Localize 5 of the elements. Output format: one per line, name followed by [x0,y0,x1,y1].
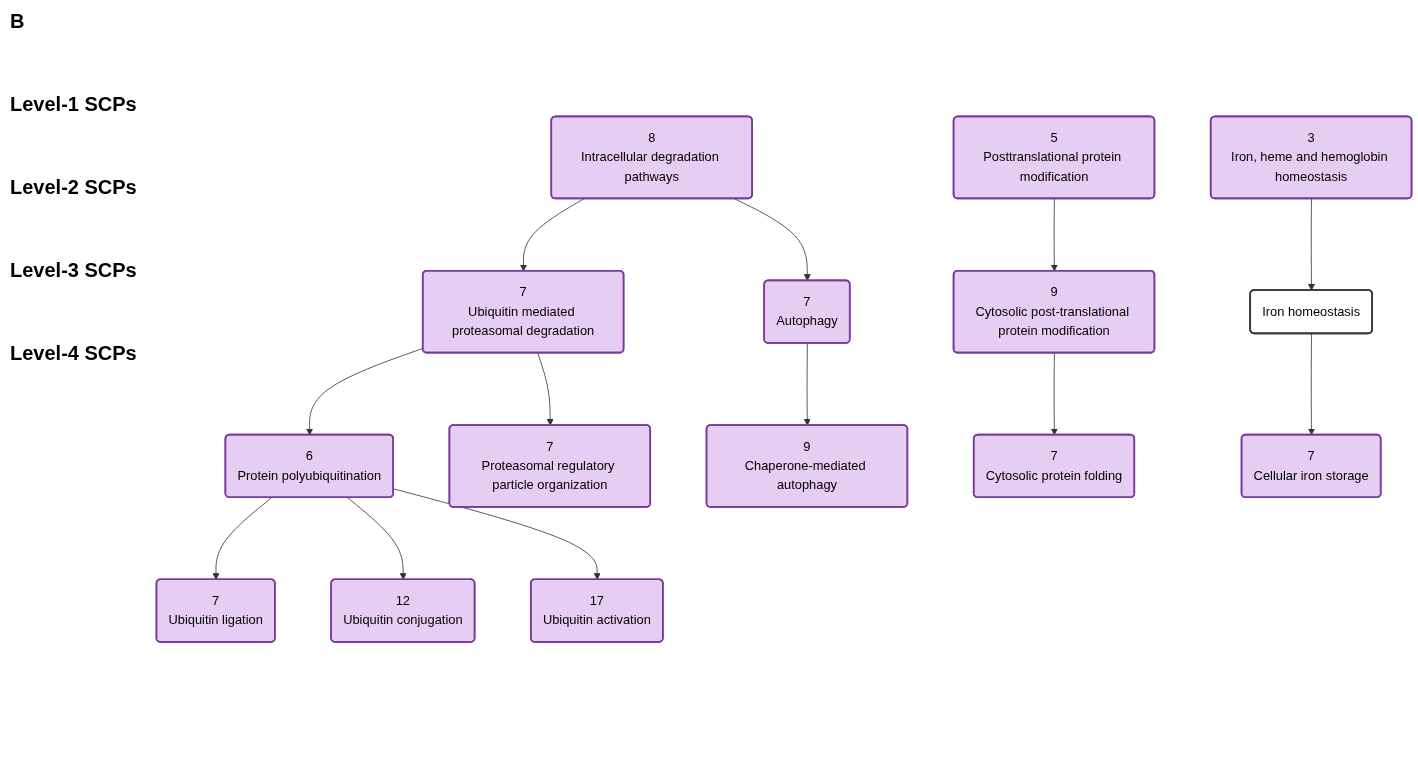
panel-letter: B [10,10,26,33]
level-label: Level-1 SCPs [10,93,138,116]
level-label: Level-3 SCPs [10,259,138,282]
level-label: Level-2 SCPs [10,176,138,199]
level-label: Level-4 SCPs [10,342,138,365]
